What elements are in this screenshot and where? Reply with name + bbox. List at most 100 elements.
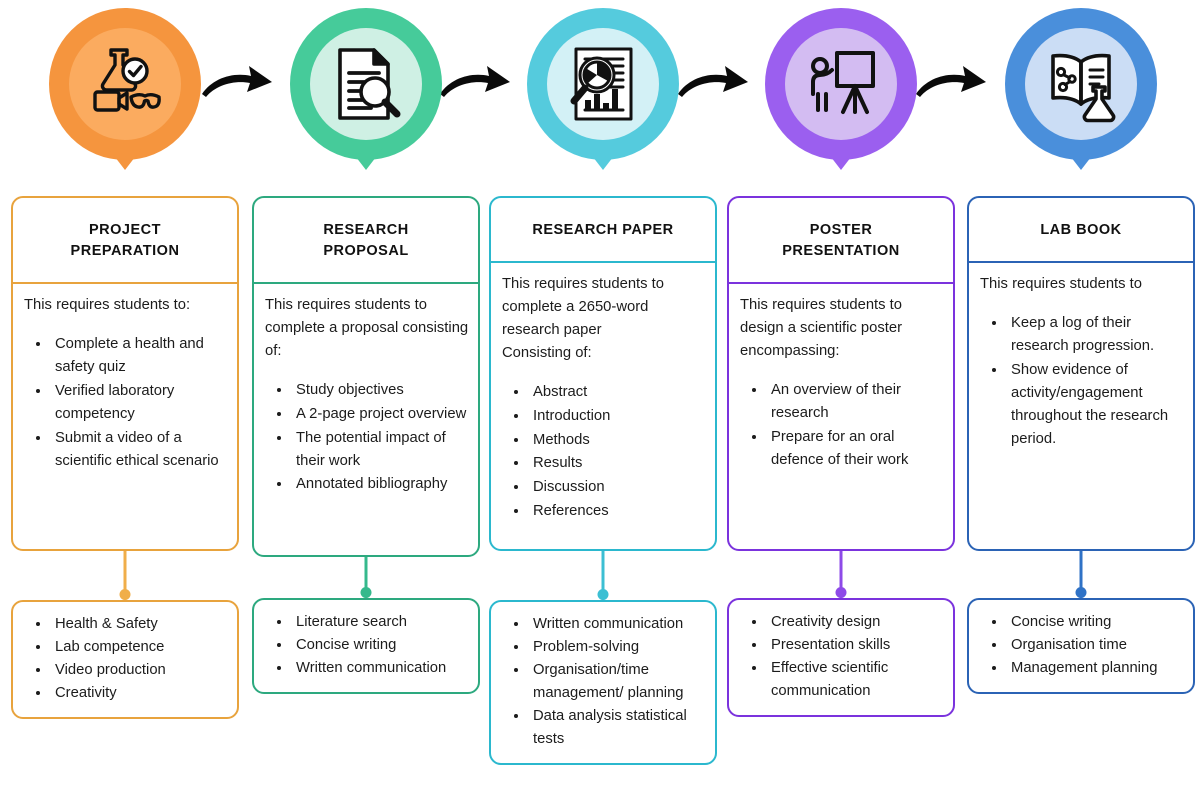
stage-connector — [360, 557, 372, 598]
stage-pointer — [1064, 148, 1098, 170]
stage-requirements-list: Keep a log of their research progression… — [980, 312, 1187, 451]
stage-card-body: This requires students to complete a 265… — [491, 263, 715, 536]
stage-circle-inner — [1025, 28, 1137, 140]
stage-circle — [290, 8, 442, 160]
list-item: Problem-solving — [529, 636, 709, 659]
connector-dot — [835, 587, 847, 598]
skills-list: Literature search Concise writing Writte… — [254, 611, 472, 680]
list-item: Health & Safety — [51, 613, 231, 636]
stage-skills-box: Literature search Concise writing Writte… — [252, 598, 480, 695]
skills-list: Concise writing Organisation time Manage… — [969, 611, 1187, 680]
stage-circle — [765, 8, 917, 160]
list-item: Creativity — [51, 682, 231, 705]
stage-intro: This requires students to — [980, 276, 1143, 293]
stage-intro: This requires students to complete a pro… — [265, 297, 469, 359]
list-item: Concise writing — [292, 634, 472, 657]
stage-circle — [527, 8, 679, 160]
flow-arrow-4 — [913, 62, 989, 108]
stage-card-body: This requires students to Keep a log of … — [969, 263, 1193, 463]
list-item: Organisation/time management/ planning — [529, 659, 709, 705]
stage-intro: This requires students to design a scien… — [740, 297, 903, 359]
stage-intro: This requires students to: — [24, 297, 191, 314]
list-item: Study objectives — [292, 379, 472, 402]
stage-circle — [1005, 8, 1157, 160]
stage-intro: This requires students to complete a 265… — [502, 276, 665, 361]
list-item: Abstract — [529, 381, 709, 404]
list-item: Prepare for an oral defence of their wor… — [767, 426, 947, 472]
list-item: Keep a log of their research progression… — [1007, 312, 1187, 358]
list-item: Lab competence — [51, 636, 231, 659]
stage-pointer — [349, 148, 383, 170]
list-item: Written communication — [529, 613, 709, 636]
connector-line — [123, 551, 127, 600]
list-item: Literature search — [292, 611, 472, 634]
connector-line — [601, 551, 605, 600]
open-book-flask-icon — [1051, 53, 1116, 123]
stage-title: RESEARCH PAPER — [491, 198, 715, 264]
stage-title: LAB BOOK — [969, 198, 1193, 264]
stage-circle-inner — [310, 28, 422, 140]
stage-card: LAB BOOK This requires students to Keep … — [967, 196, 1195, 551]
list-item: Creativity design — [767, 611, 947, 634]
document-magnifier-icon — [338, 48, 401, 120]
flow-arrow-1 — [199, 62, 275, 108]
stage-card-body: This requires students to design a scien… — [729, 284, 953, 484]
list-item: References — [529, 500, 709, 523]
list-item: Verified laboratory competency — [51, 380, 231, 426]
flow-arrow-2 — [437, 62, 513, 108]
person-presenting-board-icon — [811, 51, 875, 114]
connector-line — [364, 557, 368, 598]
stage-badge — [489, 0, 717, 180]
stage-circle-inner — [69, 28, 181, 140]
skills-list: Creativity design Presentation skills Ef… — [729, 611, 947, 703]
list-item: Management planning — [1007, 657, 1187, 680]
list-item: Organisation time — [1007, 634, 1187, 657]
stage-skills-box: Creativity design Presentation skills Ef… — [727, 598, 955, 718]
flow-arrow-3 — [675, 62, 751, 108]
list-item: Complete a health and safety quiz — [51, 333, 231, 379]
list-item: Annotated bibliography — [292, 473, 472, 496]
list-item: Data analysis statistical tests — [529, 705, 709, 751]
stage-card-body: This requires students to: Complete a he… — [13, 284, 237, 485]
stage-skills-box: Health & Safety Lab competence Video pro… — [11, 600, 239, 720]
stage-pointer — [824, 148, 858, 170]
list-item: The potential impact of their work — [292, 427, 472, 473]
connector-dot — [119, 589, 131, 600]
stage-badge — [11, 0, 239, 180]
connector-line — [839, 551, 843, 598]
list-item: Concise writing — [1007, 611, 1187, 634]
list-item: Methods — [529, 429, 709, 452]
list-item: Introduction — [529, 405, 709, 428]
stage-connector — [1075, 551, 1087, 598]
list-item: Results — [529, 452, 709, 475]
stage-circle-inner — [547, 28, 659, 140]
flask-check-video-goggles-icon — [93, 48, 161, 112]
list-item: Discussion — [529, 476, 709, 499]
list-item: A 2-page project overview — [292, 403, 472, 426]
connector-dot — [597, 589, 609, 600]
stage-connector — [119, 551, 131, 600]
stage-card: RESEARCH PAPER This requires students to… — [489, 196, 717, 551]
connector-line — [1079, 551, 1083, 598]
skills-list: Written communication Problem-solving Or… — [491, 613, 709, 751]
list-item: Submit a video of a scientific ethical s… — [51, 427, 231, 473]
stage-circle-inner — [785, 28, 897, 140]
skills-list: Health & Safety Lab competence Video pro… — [13, 613, 231, 705]
stage-requirements-list: Study objectives A 2-page project overvi… — [265, 379, 472, 497]
list-item: Effective scientific communication — [767, 657, 947, 703]
stage-badge — [967, 0, 1195, 180]
stage-card-body: This requires students to complete a pro… — [254, 284, 478, 509]
list-item: Written communication — [292, 657, 472, 680]
stage-requirements-list: An overview of their research Prepare fo… — [740, 379, 947, 472]
stage-research-paper: RESEARCH PAPER This requires students to… — [489, 0, 717, 766]
stage-badge — [727, 0, 955, 180]
stage-pointer — [586, 148, 620, 170]
stage-skills-box: Written communication Problem-solving Or… — [489, 600, 717, 766]
list-item: Video production — [51, 659, 231, 682]
